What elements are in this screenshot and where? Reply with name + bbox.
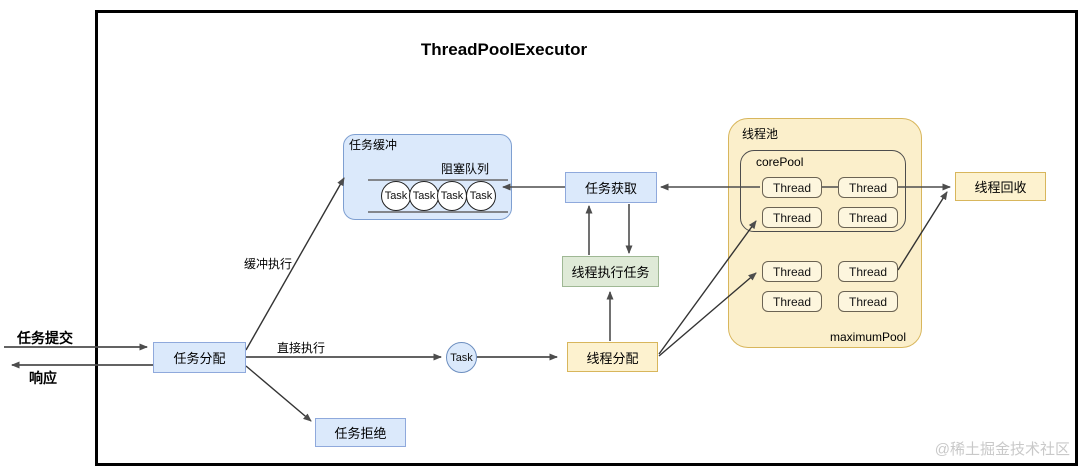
max-thread-box: Thread [762,261,822,282]
queue-task-circle: Task [409,181,439,211]
task-dispatch-node: 任务分配 [153,342,246,373]
core-thread-box: Thread [838,207,898,228]
task-fetch-node: 任务获取 [565,172,657,203]
blocking-queue-label: 阻塞队列 [441,162,490,176]
task-buffer-label: 任务缓冲 [349,138,398,152]
max-thread-box: Thread [838,261,898,282]
diagram-title: ThreadPoolExecutor [420,40,588,59]
core-thread-box: Thread [838,177,898,198]
thread-pool-label: 线程池 [742,127,779,141]
max-thread-box: Thread [762,291,822,312]
task-reject-node: 任务拒绝 [315,418,406,447]
direct-exec-label: 直接执行 [277,341,326,355]
inflight-task-circle: Task [446,342,477,373]
queue-task-circle: Task [381,181,411,211]
core-thread-box: Thread [762,177,822,198]
core-thread-box: Thread [762,207,822,228]
thread-execute-node: 线程执行任务 [562,256,659,287]
core-pool-container [740,150,906,232]
queue-task-circle: Task [437,181,467,211]
core-pool-label: corePool [756,155,804,169]
watermark-text: @稀土掘金技术社区 [934,441,1070,458]
response-label: 响应 [29,370,57,386]
diagram-frame [95,10,1078,466]
max-thread-box: Thread [838,291,898,312]
maximum-pool-label: maximumPool [830,330,907,344]
task-submit-label: 任务提交 [17,330,73,346]
queue-task-circle: Task [466,181,496,211]
thread-recycle-node: 线程回收 [955,172,1046,201]
thread-dispatch-node: 线程分配 [567,342,658,372]
buffered-exec-label: 缓冲执行 [244,257,293,271]
